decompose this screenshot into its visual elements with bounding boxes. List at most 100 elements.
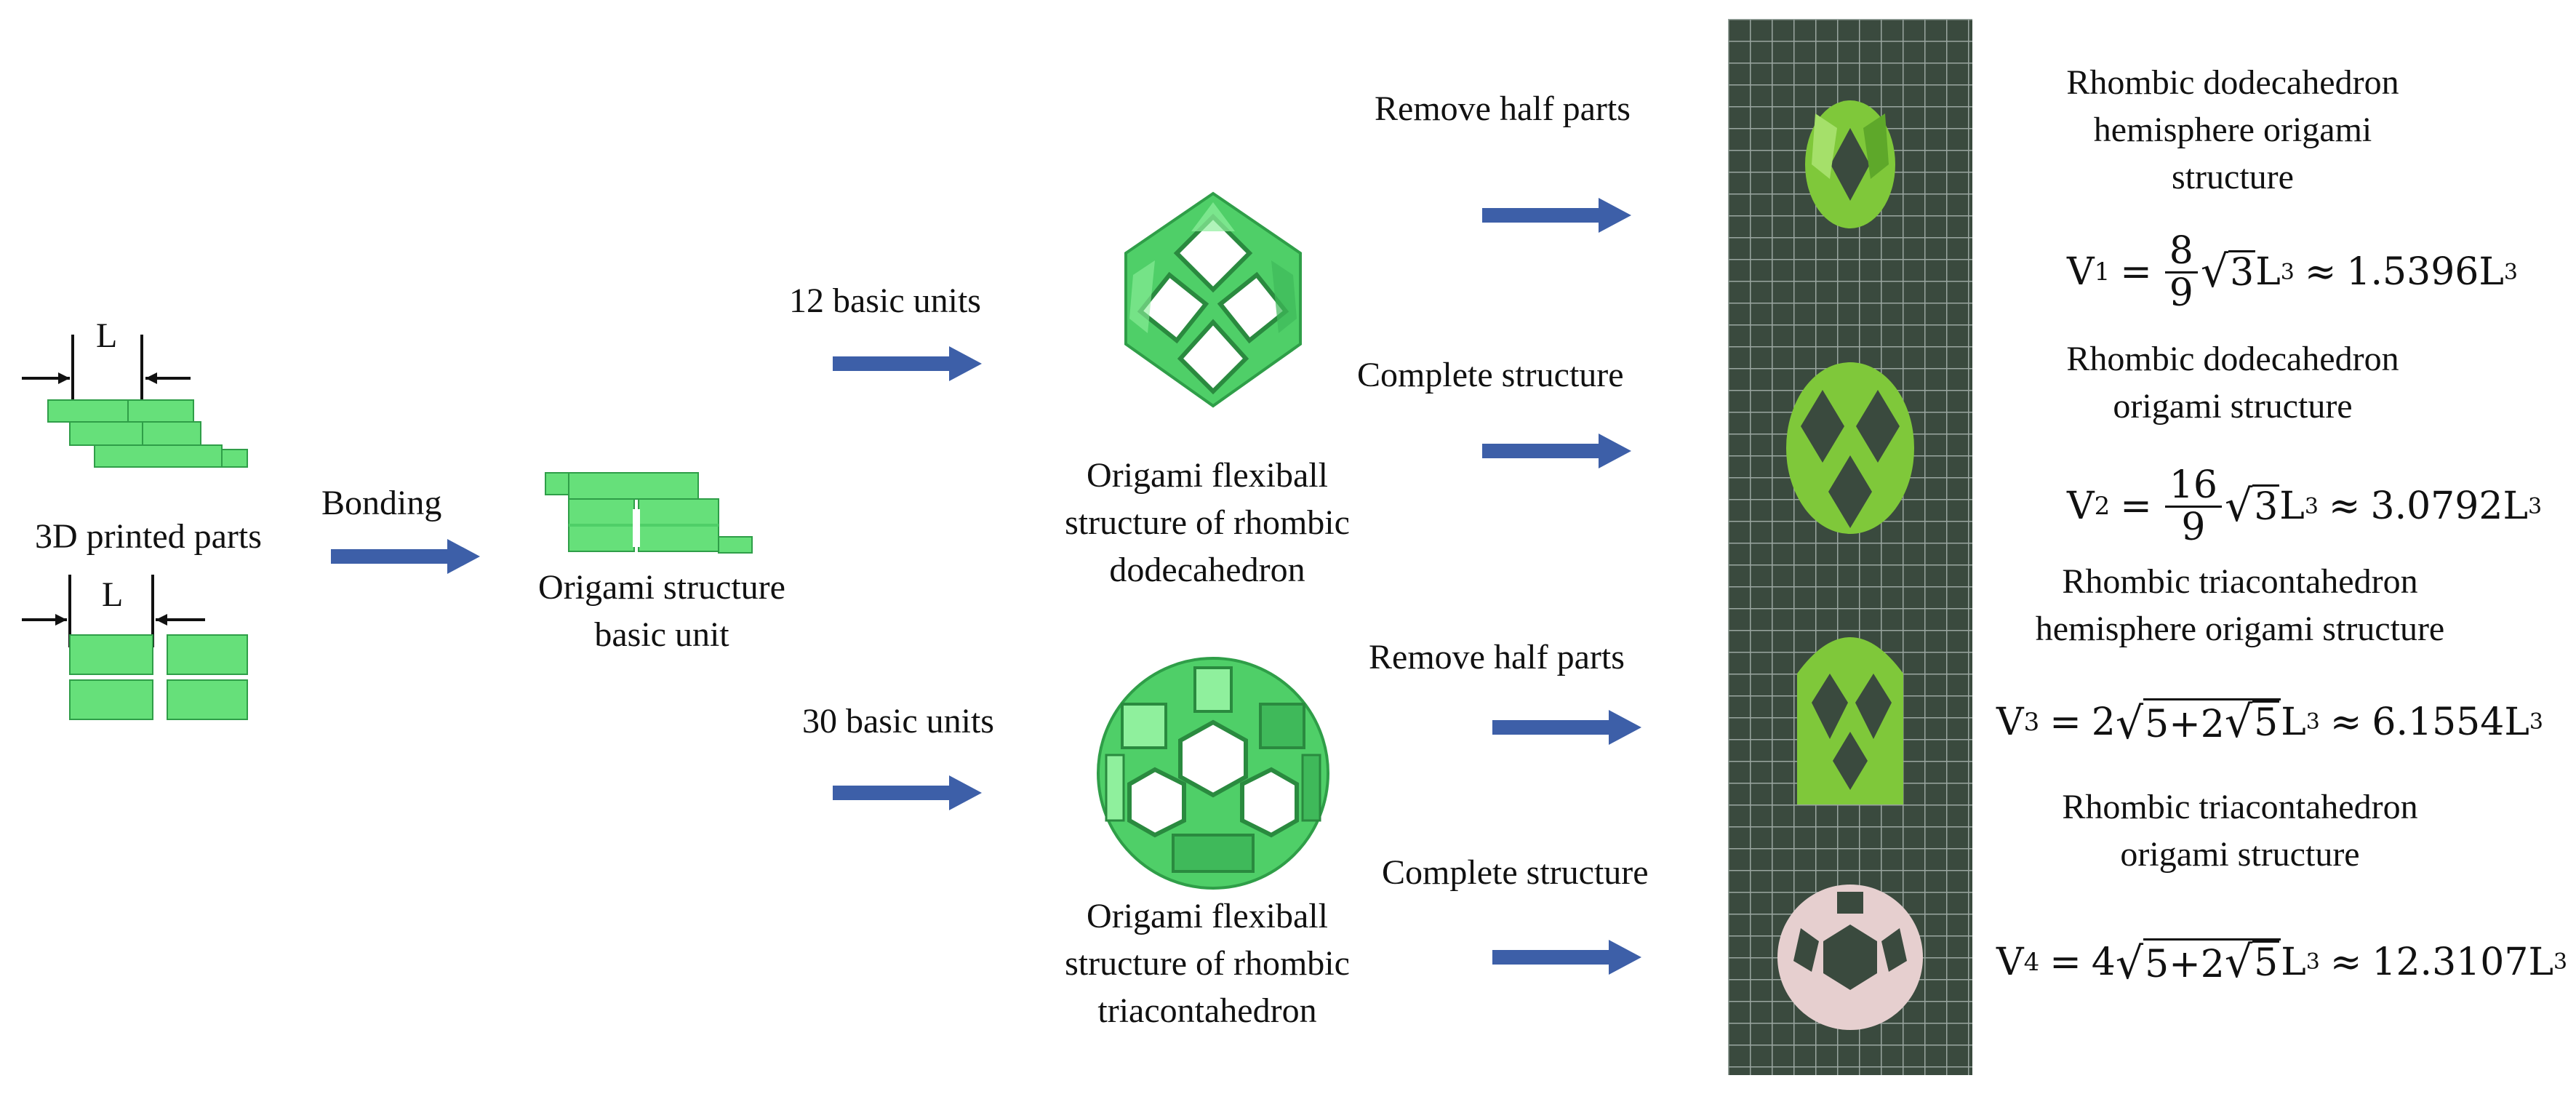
formula-inner-sqrt: √5 (2224, 937, 2280, 989)
result-3-title-line1: Rhombic triacontahedron (2062, 562, 2418, 601)
basic-unit-label-line1: Origami structure (538, 568, 785, 607)
formula-l: L (2279, 484, 2305, 529)
result-2-title-line2: origami structure (2113, 386, 2353, 426)
result-1-title-line2: hemisphere origami (2093, 110, 2372, 149)
basic-unit-label-line2: basic unit (594, 615, 729, 654)
flexiball-rd-label-line2: structure of rhombic (1065, 503, 1350, 542)
flexiball-rt-label-line2: structure of rhombic (1065, 943, 1350, 983)
formula-l: L (2255, 250, 2281, 295)
formula-l: L (2281, 700, 2306, 744)
formula-l2: L (2504, 700, 2529, 744)
flexiball-rd-label-line3: dodecahedron (1109, 550, 1305, 589)
formula-fraction: 16 9 (2164, 466, 2222, 549)
formula-sqrt: √5+2√5 (2116, 698, 2281, 746)
flexiball-rd-label-line1: Origami flexiball (1087, 456, 1328, 495)
formula-sub: 2 (2094, 492, 2111, 522)
formula-cube: 3 (2280, 259, 2295, 285)
formula-radicand-b: 5 (2252, 941, 2280, 985)
formula-root: √ (2200, 247, 2229, 298)
printed-part-top (22, 335, 248, 468)
formula-cube2: 3 (2529, 709, 2543, 735)
flexiball-rt-label-line3: triacontahedron (1097, 991, 1317, 1030)
complete-label-2: Complete structure (1382, 853, 1649, 892)
formula-root: √ (2224, 481, 2253, 532)
result-3-title: Rhombic triacontahedron hemisphere origa… (2007, 559, 2473, 653)
formula-radicand: 5+2√5 (2143, 938, 2281, 986)
formula-eq: = (2120, 484, 2152, 529)
formula-sqrt: √5+2√5 (2116, 938, 2281, 986)
flexiball-rt-label-line1: Origami flexiball (1087, 897, 1328, 935)
result-2-title-line1: Rhombic dodecahedron (2066, 340, 2399, 378)
photo-rt-complete (1728, 848, 1972, 1075)
complete-arrow-1 (1482, 434, 1631, 468)
formula-eq: = (2049, 940, 2081, 984)
formula-radicand-a: 5+2 (2145, 943, 2225, 987)
formula-radicand-a: 5+2 (2145, 703, 2225, 747)
formula-cube: 3 (2304, 493, 2319, 519)
formula-cube2: 3 (2527, 493, 2543, 519)
dimension-label-top: L (96, 316, 118, 355)
formula-numerator: 8 (2164, 231, 2198, 274)
formula-v: V (2067, 250, 2095, 295)
formula-l2: L (2479, 250, 2504, 295)
formula-inner-root: √ (2224, 697, 2253, 748)
formula-sub: 4 (2023, 947, 2040, 977)
formula-sqrt: √3 (2224, 481, 2280, 532)
formula-cube2: 3 (2503, 259, 2518, 285)
formula-radicand: 3 (2228, 250, 2256, 295)
remove-half-arrow-1 (1482, 198, 1631, 233)
rhombic-dodecahedron-flexiball (1124, 191, 1302, 408)
formula-sub: 3 (2023, 707, 2040, 737)
photo-rt-hemisphere (1728, 575, 1972, 848)
flexiball-rd-label: Origami flexiball structure of rhombic d… (1018, 452, 1396, 594)
complete-label-1: Complete structure (1357, 356, 1624, 394)
formula-radicand: 3 (2252, 484, 2280, 529)
formula-value: 3.0792 (2370, 484, 2503, 529)
formula-v: V (1996, 700, 2024, 744)
formula-eq: = (2120, 250, 2152, 295)
photo-rd-hemisphere (1728, 19, 1972, 299)
formula-inner-root: √ (2224, 937, 2253, 989)
formula-approx: ≈ (2329, 700, 2362, 744)
complete-arrow-2 (1492, 940, 1641, 975)
result-1-title-line3: structure (2172, 157, 2294, 196)
bonding-label: Bonding (321, 484, 442, 522)
formula-denominator: 9 (2181, 505, 2206, 549)
units-30-arrow (833, 775, 982, 810)
formula-root: √ (2115, 938, 2144, 990)
formula-coef: 2 (2091, 700, 2116, 744)
remove-half-arrow-2 (1492, 710, 1641, 745)
formula-eq: = (2049, 700, 2081, 744)
printed-parts-drawing (22, 335, 248, 720)
remove-half-label-2: Remove half parts (1369, 638, 1625, 676)
bonding-arrow (331, 539, 480, 574)
basic-unit-label: Origami structure basic unit (509, 564, 815, 659)
formula-radicand: 5+2√5 (2143, 698, 2281, 746)
formula-approx: ≈ (2328, 484, 2361, 529)
remove-half-label-1: Remove half parts (1375, 89, 1631, 128)
dimension-label-bottom: L (102, 575, 124, 614)
printed-part-bottom (22, 575, 248, 720)
formula-value: 6.1554 (2372, 700, 2505, 744)
formula-root: √ (2115, 698, 2144, 750)
formula-denominator: 9 (2169, 271, 2193, 315)
rhombic-triacontahedron-flexiball (1097, 657, 1329, 890)
result-4-title-line1: Rhombic triacontahedron (2062, 788, 2418, 826)
units-30-label: 30 basic units (802, 702, 994, 740)
formula-cube2: 3 (2553, 949, 2568, 975)
formula-cube: 3 (2305, 949, 2320, 975)
result-1-title: Rhombic dodecahedron hemisphere origami … (2022, 60, 2444, 201)
result-1-title-line1: Rhombic dodecahedron (2066, 63, 2399, 102)
formula-value: 12.3107 (2372, 940, 2529, 984)
formula-l: L (2281, 940, 2306, 984)
result-4-title: Rhombic triacontahedron origami structur… (2022, 784, 2458, 879)
result-2-title: Rhombic dodecahedron origami structure (2022, 336, 2444, 431)
formula-l2: L (2503, 484, 2528, 529)
result-4-title-line2: origami structure (2120, 834, 2360, 874)
formula-radicand-b: 5 (2252, 700, 2280, 745)
units-12-label: 12 basic units (789, 282, 981, 320)
formula-coef: 4 (2091, 940, 2116, 984)
